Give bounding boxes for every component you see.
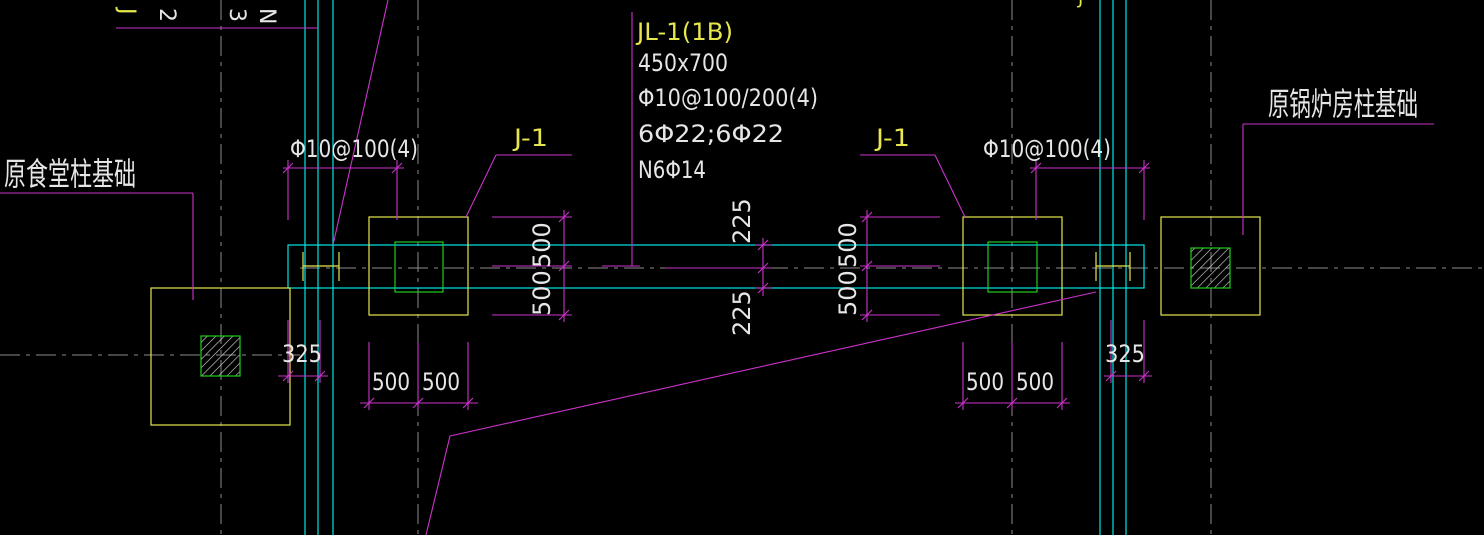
dim-text-500-br-2: 500 — [1016, 368, 1054, 396]
beam-rebar: 6Φ22;6Φ22 — [638, 120, 784, 148]
label-top-partial-1: J — [114, 6, 139, 15]
label-top-partial-4: N — [254, 8, 279, 24]
label-left-foundation: 原食堂柱基础 — [4, 155, 136, 193]
label-top-partial-2: 2 — [154, 8, 179, 22]
label-right-foundation: 原锅炉房柱基础 — [1268, 85, 1418, 123]
dim-ticks — [282, 162, 1150, 409]
leader-j1-right-d — [934, 154, 966, 218]
column-left-existing — [200, 335, 241, 377]
label-stirrup-right: Φ10@100(4) — [983, 135, 1111, 163]
label-top-partial-3: 3 — [224, 8, 249, 22]
label-j1-left: J-1 — [512, 124, 548, 152]
beam-outline — [287, 244, 1145, 289]
column-j1-right — [987, 241, 1038, 293]
beam-name: JL-1(1B) — [635, 18, 733, 46]
dim-text-500-left-bottom: 500 — [528, 270, 556, 316]
footings — [150, 216, 1261, 426]
footing-j1-left — [368, 216, 469, 316]
leader-top-left-diag — [332, 0, 389, 246]
label-stirrup-left: Φ10@100(4) — [290, 135, 418, 163]
leader-long-b — [425, 435, 451, 535]
dim-text-225-bottom: 225 — [728, 290, 756, 336]
columns — [200, 241, 1231, 377]
dim-text-500-bl-2: 500 — [422, 368, 460, 396]
leader-j1-left-d — [465, 154, 497, 218]
footing-right-existing — [1160, 216, 1261, 316]
dim-text-500-br-1: 500 — [966, 368, 1004, 396]
annotation-lines — [0, 0, 1434, 535]
column-right-existing — [1190, 247, 1231, 289]
dim-text-500-right-bottom: 500 — [834, 270, 862, 316]
dim-text-500-right-top: 500 — [834, 222, 862, 268]
dim-text-325-right: 325 — [1105, 340, 1145, 368]
footing-j1-right — [962, 216, 1063, 316]
dim-text-225-top: 225 — [728, 198, 756, 244]
column-j1-left — [394, 241, 444, 293]
beam-section: 450x700 — [638, 49, 728, 77]
dim-text-325-left: 325 — [282, 340, 322, 368]
dim-text-500-bl-1: 500 — [372, 368, 410, 396]
footing-left-existing — [150, 287, 291, 426]
leader-long-a — [449, 291, 1097, 437]
label-j1-right: J-1 — [874, 124, 910, 152]
beam-side-bars: N6Φ14 — [638, 156, 706, 184]
wall-lines — [287, 0, 1145, 535]
label-top-partial-5: J — [1077, 0, 1083, 9]
dim-text-500-left-top: 500 — [528, 222, 556, 268]
beam-stirrup: Φ10@100/200(4) — [638, 84, 818, 112]
